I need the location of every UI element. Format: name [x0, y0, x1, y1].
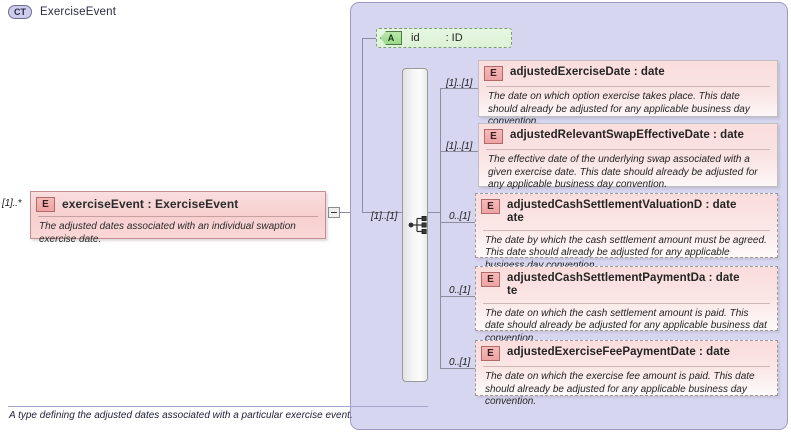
cardinality-element-5: 0..[1]: [449, 357, 471, 368]
element-header: E adjustedExerciseFeePaymentDate : date: [476, 341, 777, 365]
element-badge-icon: E: [484, 66, 503, 81]
attribute-name: id: [411, 32, 420, 44]
element-adjusted-relevant-swap-effective-date[interactable]: E adjustedRelevantSwapEffectiveDate : da…: [478, 123, 778, 190]
element-exercise-event[interactable]: E exerciseEvent : ExerciseEvent The adju…: [30, 191, 326, 245]
element-title: adjustedExerciseFeePaymentDate : date: [507, 346, 730, 358]
cardinality-element-4: 0..[1]: [449, 285, 471, 296]
element-title-overflow: ate: [507, 211, 524, 224]
connector-spine-vertical: [362, 38, 363, 212]
footer-divider: [8, 406, 428, 407]
element-badge-icon: E: [481, 272, 500, 287]
element-title-line1: adjustedCashSettlementPaymentDa : date: [507, 272, 740, 284]
element-title-line1: adjustedCashSettlementValuationD : date: [507, 199, 737, 211]
divider: [483, 366, 770, 367]
cardinality-exercise-event: [1]..*: [2, 198, 22, 209]
divider: [486, 86, 770, 87]
element-exercise-event-doc: The adjusted dates associated with an in…: [39, 221, 296, 245]
element-doc: The date on which the cash settlement am…: [485, 307, 767, 344]
attribute-row-id[interactable]: A id : ID: [376, 28, 512, 48]
element-title-overflow: te: [507, 284, 518, 297]
element-doc: The effective date of the underlying swa…: [488, 154, 758, 191]
connector-to-element-4: [440, 296, 478, 297]
element-badge-icon: E: [36, 196, 55, 212]
element-exercise-event-header: E exerciseEvent : ExerciseEvent: [31, 192, 325, 216]
connector-sequence-to-branch: [428, 212, 440, 213]
divider: [38, 216, 318, 217]
connector-to-element-5: [440, 368, 478, 369]
element-badge-icon: E: [481, 346, 500, 361]
element-badge-icon: E: [484, 129, 503, 144]
element-header: E adjustedExerciseDate : date: [479, 61, 777, 85]
connector-to-element-3: [440, 222, 478, 223]
element-header: E adjustedCashSettlementPaymentDa : date…: [476, 267, 777, 302]
connector-left-to-container: [340, 212, 351, 213]
cardinality-element-1: [1]..[1]: [446, 78, 473, 89]
complex-type-name: ExerciseEvent: [40, 6, 117, 18]
cardinality-sequence: [1]..[1]: [371, 211, 398, 222]
element-doc: The date on which the exercise fee amoun…: [485, 371, 755, 408]
divider: [483, 302, 770, 304]
connector-attribute-horizontal: [362, 38, 376, 39]
element-header: E adjustedRelevantSwapEffectiveDate : da…: [479, 124, 777, 148]
connector-to-element-1: [440, 88, 478, 89]
element-adjusted-cash-settlement-valuation-date[interactable]: E adjustedCashSettlementValuationD : dat…: [475, 193, 778, 271]
element-badge-icon: E: [481, 199, 500, 214]
complex-type-header: CT ExerciseEvent: [8, 5, 116, 19]
cardinality-element-2: [1]..[1]: [446, 141, 473, 152]
element-title: adjustedRelevantSwapEffectiveDate : date: [510, 129, 744, 141]
complex-type-footer-doc: A type defining the adjusted dates assoc…: [9, 410, 353, 421]
connector-to-element-2: [440, 151, 478, 152]
element-adjusted-exercise-fee-payment-date[interactable]: E adjustedExerciseFeePaymentDate : date …: [475, 340, 778, 407]
element-adjusted-cash-settlement-payment-date[interactable]: E adjustedCashSettlementPaymentDa : date…: [475, 266, 778, 344]
element-doc: The date on which option exercise takes …: [488, 91, 750, 128]
attribute-badge-icon: A: [380, 31, 402, 45]
element-doc: The date by which the cash settlement am…: [485, 234, 767, 271]
element-adjusted-exercise-date[interactable]: E adjustedExerciseDate : date The date o…: [478, 60, 778, 127]
divider: [483, 229, 770, 231]
element-header: E adjustedCashSettlementValuationD : dat…: [476, 194, 777, 229]
attribute-type: : ID: [445, 32, 463, 44]
divider: [486, 149, 770, 150]
cardinality-element-3: 0..[1]: [449, 211, 471, 222]
collapse-minus-icon[interactable]: [328, 207, 340, 218]
connector-branch-vertical: [440, 88, 441, 368]
element-exercise-event-title: exerciseEvent : ExerciseEvent: [62, 197, 239, 211]
element-title: adjustedExerciseDate : date: [510, 66, 665, 78]
connector-spine-to-sequence: [362, 212, 402, 213]
complex-type-badge-icon: CT: [8, 5, 32, 19]
sequence-icon: [408, 215, 427, 234]
